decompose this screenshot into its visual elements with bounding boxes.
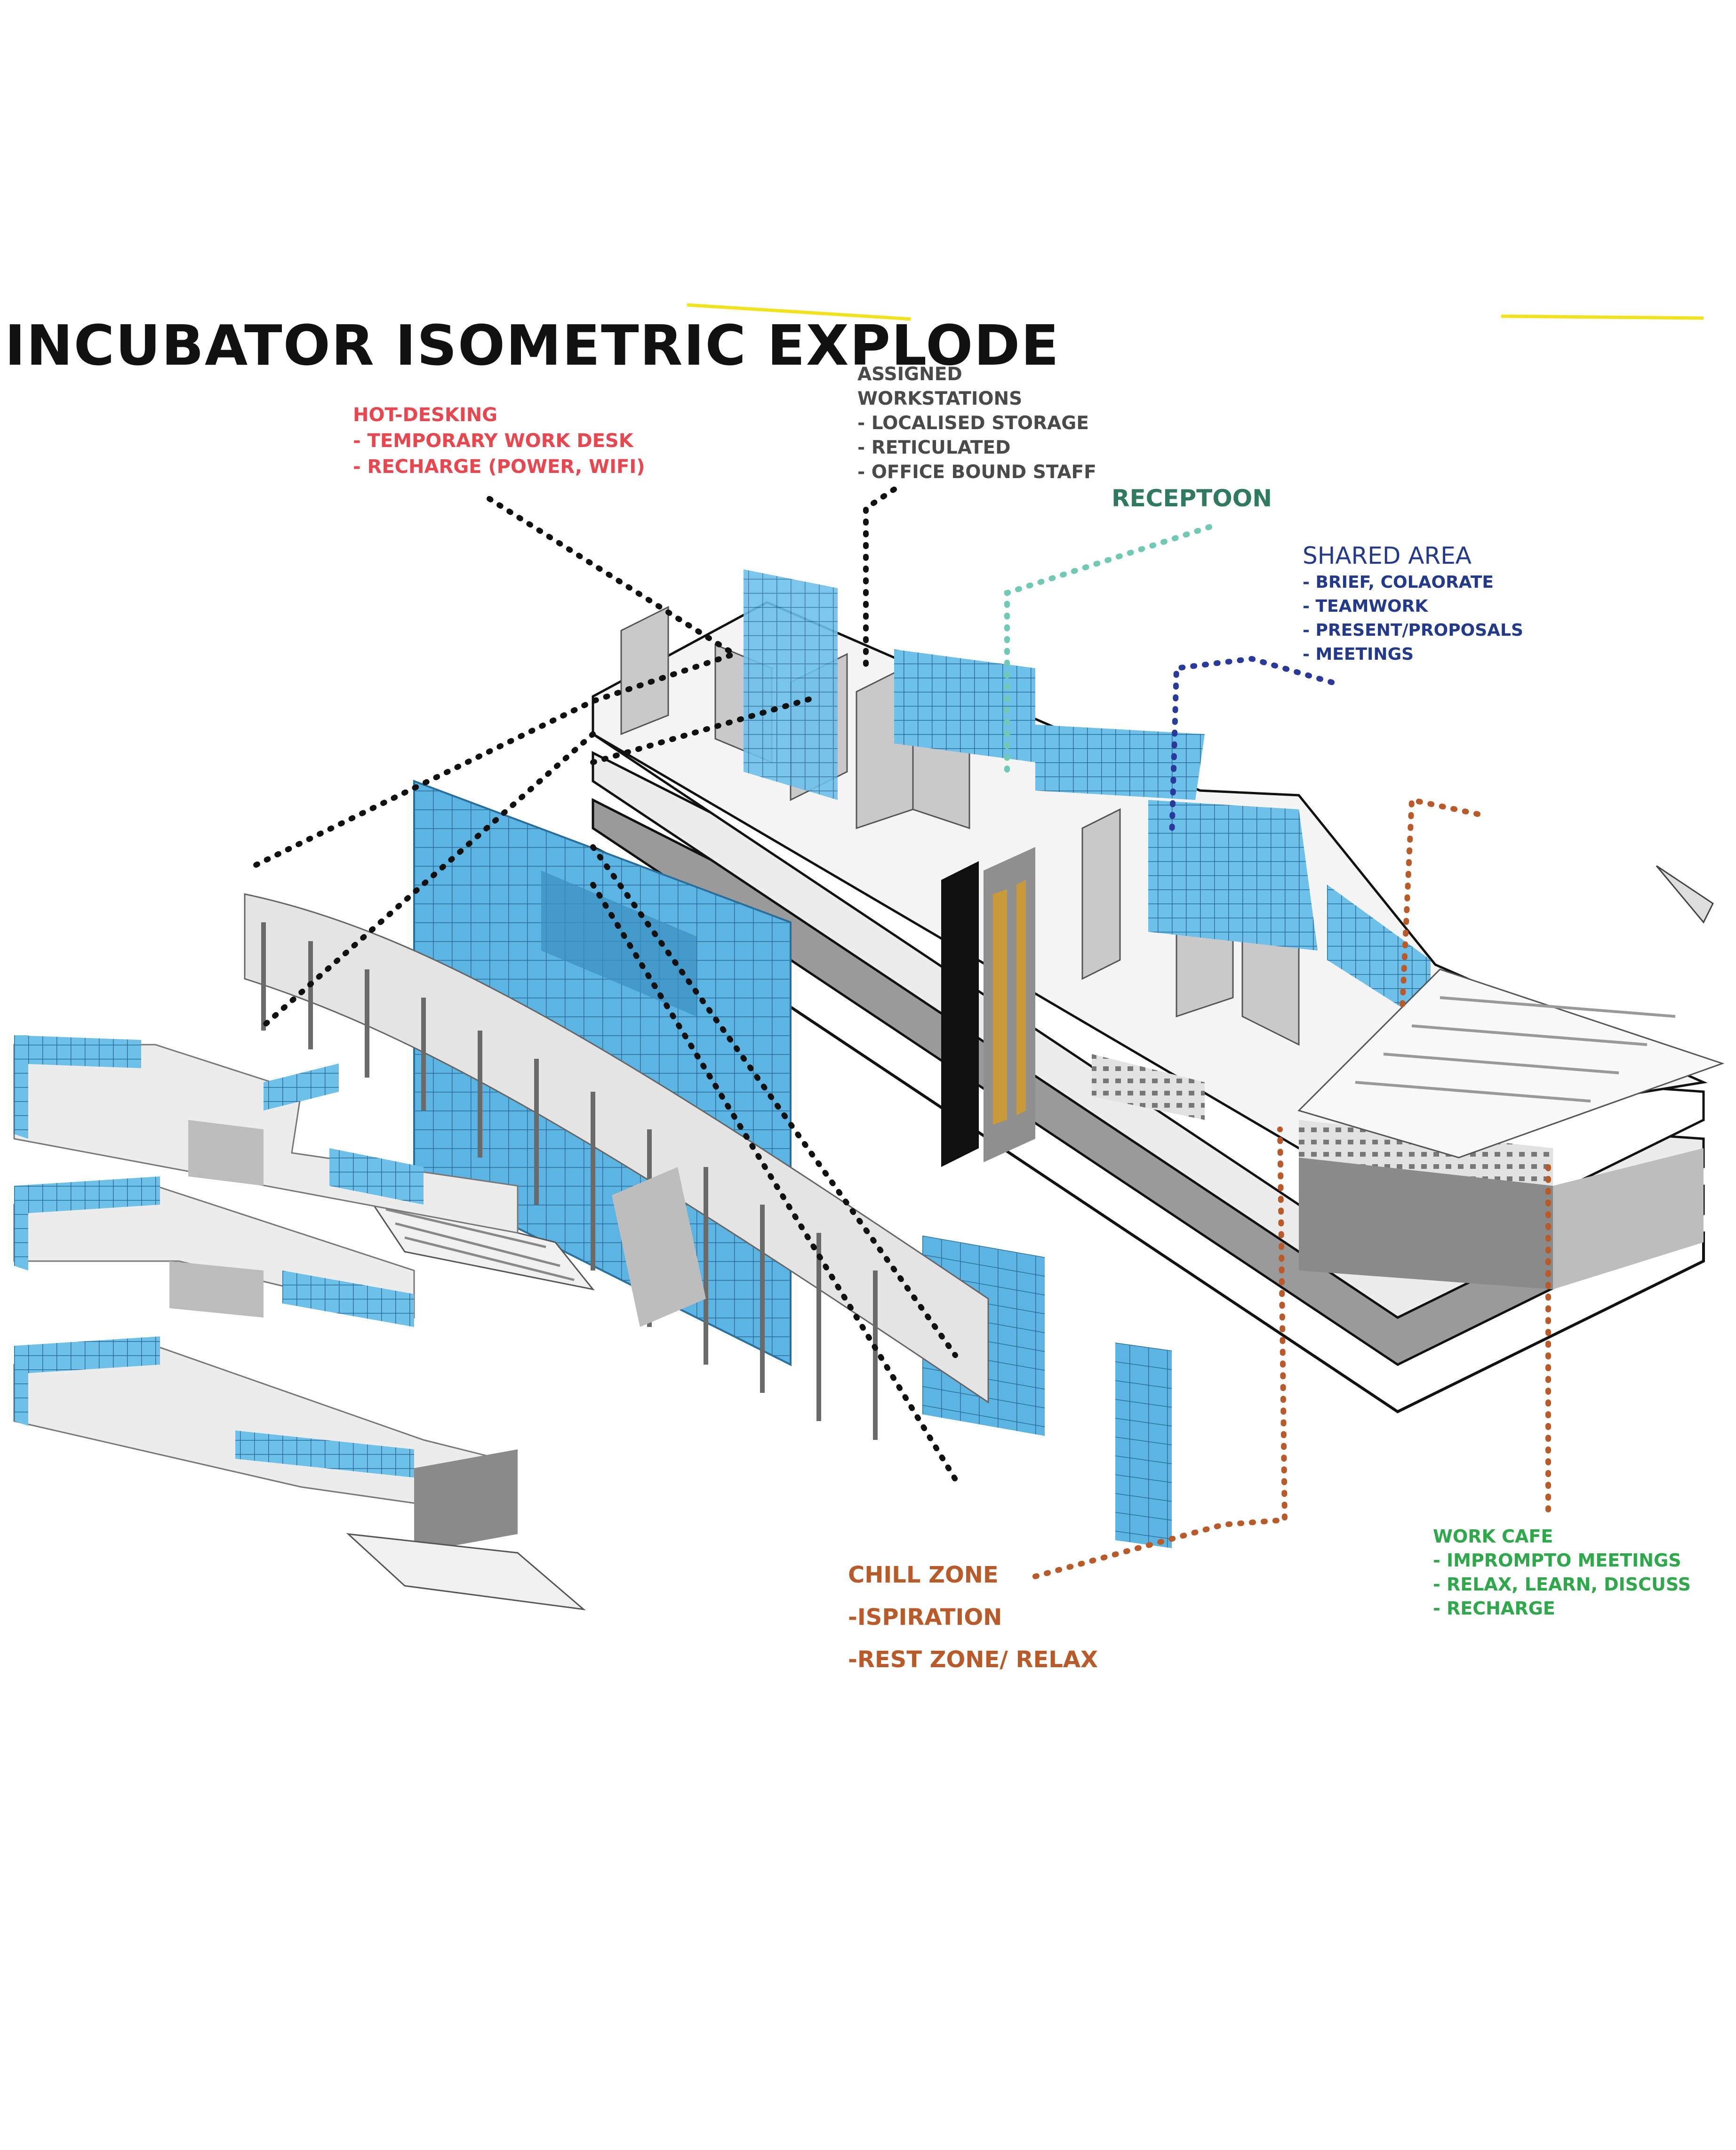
annotation-line: HOT-DESKING bbox=[353, 404, 498, 426]
structural-frame bbox=[244, 893, 989, 1440]
yellow-accent-lines bbox=[687, 303, 1704, 321]
leader-work-cafe bbox=[1400, 796, 1551, 1518]
annotation-chill-zone: CHILL ZONE -ISPIRATION -REST ZONE/ RELAX bbox=[848, 1554, 1098, 1681]
annotation-line: - TEAMWORK bbox=[1303, 597, 1428, 616]
annotation-line: - IMPROMPTO MEETINGS bbox=[1433, 1550, 1681, 1571]
annotation-line: ASSIGNED bbox=[857, 364, 962, 385]
annotation-line: - PRESENT/PROPOSALS bbox=[1303, 621, 1523, 640]
annotation-line: - RETICULATED bbox=[857, 437, 1011, 458]
leader-reception bbox=[1004, 524, 1212, 775]
leader-hot-desking bbox=[251, 496, 963, 1490]
annotation-line: WORK CAFE bbox=[1433, 1526, 1553, 1547]
annotation-reception: RECEPTOON bbox=[1112, 485, 1272, 512]
annotation-line: - OFFICE BOUND STAFF bbox=[857, 462, 1096, 483]
leader-shared-area bbox=[1169, 655, 1335, 840]
annotation-shared-area: SHARED AREA - BRIEF, COLAORATE - TEAMWORK -… bbox=[1303, 541, 1523, 666]
annotation-line: -REST ZONE/ RELAX bbox=[848, 1646, 1098, 1673]
annotation-line: WORKSTATIONS bbox=[857, 388, 1023, 409]
annotation-line: RECEPTOON bbox=[1112, 485, 1272, 512]
annotation-line: - LOCALISED STORAGE bbox=[857, 413, 1089, 434]
leader-assigned-workstations bbox=[863, 487, 897, 671]
annotation-line: SHARED AREA bbox=[1303, 542, 1472, 569]
annotation-line: -ISPIRATION bbox=[848, 1604, 1002, 1630]
annotation-line: - RECHARGE (POWER, WIFI) bbox=[353, 456, 645, 478]
annotation-line: - TEMPORARY WORK DESK bbox=[353, 430, 633, 452]
annotation-line: - MEETINGS bbox=[1303, 645, 1414, 664]
annotation-line: - RECHARGE bbox=[1433, 1598, 1555, 1619]
annotation-assigned-workstations: ASSIGNED WORKSTATIONS - LOCALISED STORAGE -… bbox=[857, 362, 1096, 485]
annotation-line: - BRIEF, COLAORATE bbox=[1303, 573, 1494, 592]
annotation-line: - RELAX, LEARN, DISCUSS bbox=[1433, 1574, 1691, 1595]
annotation-line: CHILL ZONE bbox=[848, 1562, 999, 1588]
page-title: INCUBATOR ISOMETRIC EXPLODE bbox=[5, 313, 1060, 378]
main-building bbox=[592, 569, 1725, 1548]
annotation-work-cafe: WORK CAFE - IMPROMPTO MEETINGS - RELAX, LE… bbox=[1433, 1525, 1691, 1621]
annotation-hot-desking: HOT-DESKING - TEMPORARY WORK DESK - RECHAR… bbox=[353, 402, 645, 480]
leader-chill-zone bbox=[1032, 1127, 1288, 1579]
exploded-floor-plates bbox=[13, 1035, 586, 1611]
